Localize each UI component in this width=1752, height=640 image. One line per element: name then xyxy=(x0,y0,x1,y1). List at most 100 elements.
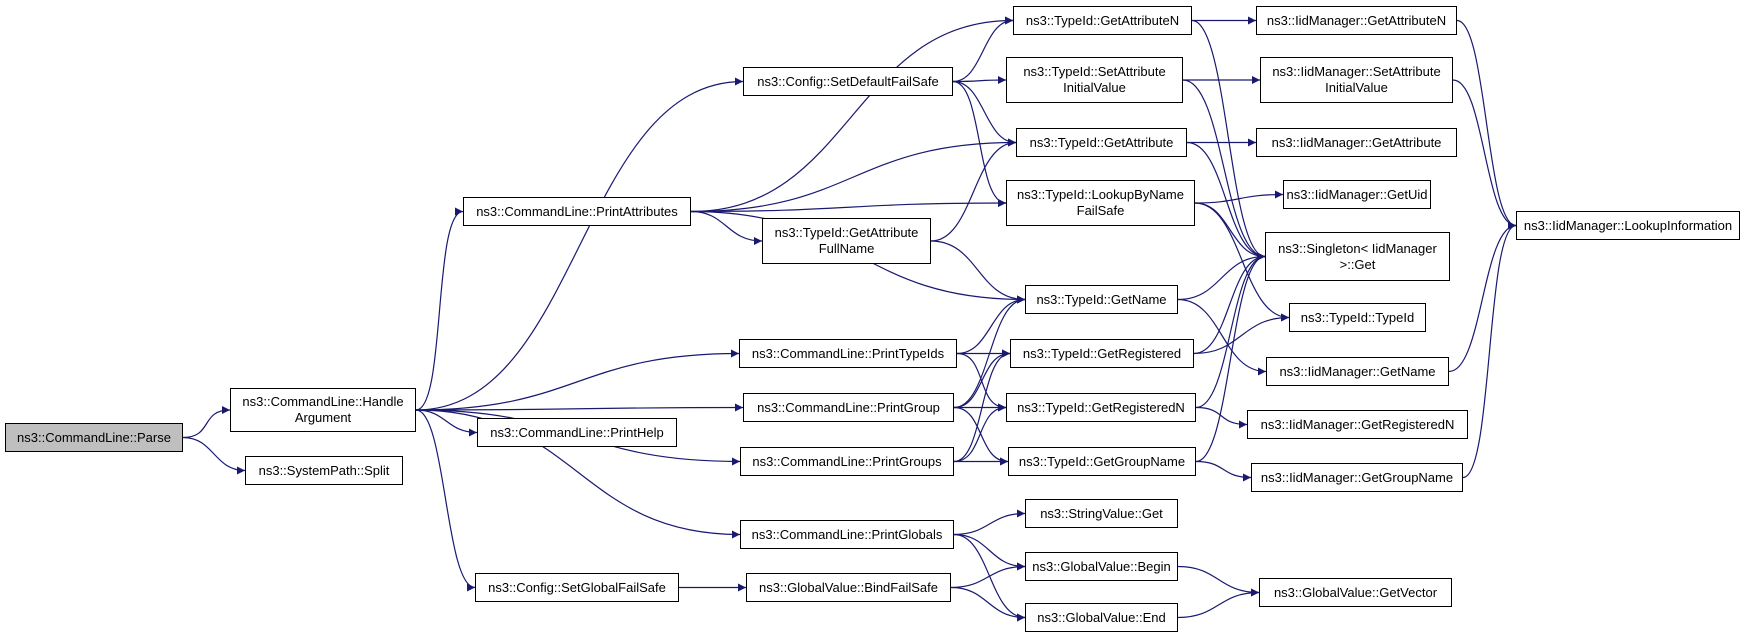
node-split[interactable]: ns3::SystemPath::Split xyxy=(245,456,403,485)
node-typeid-get-attribute-n[interactable]: ns3::TypeId::GetAttributeN xyxy=(1013,6,1192,35)
call-edge-typeid-get-group-name-to-iid-get-group-name xyxy=(1195,460,1252,482)
node-iid-get-uid[interactable]: ns3::IidManager::GetUid xyxy=(1283,180,1431,209)
call-edge-typeid-get-name-to-iid-get-name xyxy=(1177,298,1267,376)
node-label-line: ns3::CommandLine::PrintTypeIds xyxy=(751,345,945,361)
node-label-line: ns3::TypeId::GetGroupName xyxy=(1018,453,1186,469)
node-label-line: ns3::TypeId::GetRegistered xyxy=(1022,345,1182,361)
node-label-line: ns3::IidManager::GetUid xyxy=(1286,186,1428,202)
call-edge-set-default-fail-safe-to-typeid-get-attribute xyxy=(952,80,1017,147)
call-edge-print-globals-to-string-value-get xyxy=(953,509,1026,536)
node-iid-lookup-information[interactable]: ns3::IidManager::LookupInformation xyxy=(1516,211,1740,240)
node-print-group[interactable]: ns3::CommandLine::PrintGroup xyxy=(743,393,954,422)
node-bind-fail-safe[interactable]: ns3::GlobalValue::BindFailSafe xyxy=(746,573,951,602)
node-label-line: ns3::CommandLine::PrintAttributes xyxy=(476,203,678,219)
call-edge-typeid-get-attribute-n-to-singleton-get xyxy=(1191,19,1266,261)
node-label-line: ns3::Config::SetGlobalFailSafe xyxy=(488,579,666,595)
node-set-default-fail-safe[interactable]: ns3::Config::SetDefaultFailSafe xyxy=(743,67,953,96)
node-label-line: ns3::CommandLine::Parse xyxy=(17,429,171,445)
call-edge-parse-to-handle-argument xyxy=(182,406,231,439)
node-label-line: Argument xyxy=(294,410,352,425)
call-edge-typeid-get-group-name-to-singleton-get xyxy=(1195,252,1266,463)
node-print-help[interactable]: ns3::CommandLine::PrintHelp xyxy=(477,418,677,447)
call-edge-handle-argument-to-print-group xyxy=(415,403,744,412)
call-edge-get-attribute-full-name-to-typeid-get-name xyxy=(930,240,1026,304)
call-edge-typeid-get-attribute-to-singleton-get xyxy=(1186,141,1266,261)
node-iid-get-registered-n[interactable]: ns3::IidManager::GetRegisteredN xyxy=(1247,410,1468,439)
node-label-line: ns3::CommandLine::PrintGroups xyxy=(752,453,942,469)
call-edge-print-group-to-typeid-get-group-name xyxy=(953,406,1009,466)
node-global-value-end[interactable]: ns3::GlobalValue::End xyxy=(1025,603,1178,632)
node-label-line: ns3::IidManager::SetAttribute xyxy=(1272,64,1441,79)
node-global-value-begin[interactable]: ns3::GlobalValue::Begin xyxy=(1025,552,1178,581)
node-print-attributes[interactable]: ns3::CommandLine::PrintAttributes xyxy=(463,197,691,226)
node-parse: ns3::CommandLine::Parse xyxy=(5,423,183,452)
node-label-line: ns3::TypeId::GetRegisteredN xyxy=(1017,399,1185,415)
node-typeid-get-name[interactable]: ns3::TypeId::GetName xyxy=(1025,285,1178,314)
node-print-globals[interactable]: ns3::CommandLine::PrintGlobals xyxy=(740,520,954,549)
node-label-line: ns3::IidManager::GetAttribute xyxy=(1271,134,1442,150)
call-edge-handle-argument-to-print-type-ids xyxy=(415,349,740,411)
call-edge-iid-set-attribute-initial-value-to-iid-lookup-information xyxy=(1452,79,1517,230)
call-edge-print-attributes-to-typeid-get-attribute xyxy=(690,138,1017,213)
node-label-line: ns3::CommandLine::PrintGlobals xyxy=(751,526,943,542)
node-typeid-get-attribute[interactable]: ns3::TypeId::GetAttribute xyxy=(1016,128,1187,157)
call-edge-typeid-lookup-by-name-fail-safe-to-iid-get-uid xyxy=(1194,190,1284,204)
call-edge-print-groups-to-typeid-get-registered-n xyxy=(953,403,1007,463)
node-typeid-get-registered-n[interactable]: ns3::TypeId::GetRegisteredN xyxy=(1006,393,1196,422)
node-label-line: ns3::TypeId::LookupByName xyxy=(1017,187,1184,202)
call-edge-print-groups-to-typeid-get-registered xyxy=(953,349,1011,463)
call-edge-print-group-to-typeid-get-name xyxy=(953,295,1026,409)
node-iid-get-name[interactable]: ns3::IidManager::GetName xyxy=(1266,357,1449,386)
call-edge-typeid-get-registered-n-to-iid-get-registered-n xyxy=(1195,406,1248,429)
node-global-value-get-vector[interactable]: ns3::GlobalValue::GetVector xyxy=(1259,578,1452,607)
node-label-line: ns3::IidManager::GetGroupName xyxy=(1260,469,1454,485)
call-edge-handle-argument-to-print-help xyxy=(415,409,478,437)
node-label-line: ns3::TypeId::SetAttribute xyxy=(1023,64,1166,79)
node-typeid-get-group-name[interactable]: ns3::TypeId::GetGroupName xyxy=(1008,447,1196,476)
node-label-line: ns3::IidManager::GetName xyxy=(1279,363,1436,379)
node-singleton-get[interactable]: ns3::Singleton< IidManager>::Get xyxy=(1265,232,1450,281)
call-edge-bind-fail-safe-to-global-value-end xyxy=(950,586,1026,622)
call-edge-typeid-lookup-by-name-fail-safe-to-typeid-typeid xyxy=(1194,202,1290,322)
node-label-line: >::Get xyxy=(1339,256,1376,272)
node-print-groups[interactable]: ns3::CommandLine::PrintGroups xyxy=(740,447,954,476)
call-edge-handle-argument-to-print-globals xyxy=(415,409,741,539)
node-iid-get-group-name[interactable]: ns3::IidManager::GetGroupName xyxy=(1251,463,1463,492)
node-print-type-ids[interactable]: ns3::CommandLine::PrintTypeIds xyxy=(739,339,957,368)
call-edge-typeid-get-registered-n-to-singleton-get xyxy=(1195,252,1266,409)
node-label-line: ns3::GlobalValue::Begin xyxy=(1032,558,1171,574)
call-edge-print-globals-to-global-value-begin xyxy=(953,533,1026,571)
node-label-line: ns3::Singleton< IidManager xyxy=(1278,240,1437,256)
node-typeid-typeid[interactable]: ns3::TypeId::TypeId xyxy=(1289,303,1426,332)
node-iid-get-attribute-n[interactable]: ns3::IidManager::GetAttributeN xyxy=(1256,6,1457,35)
call-edge-set-default-fail-safe-to-typeid-set-attribute-initial-value xyxy=(952,76,1007,85)
call-edge-set-default-fail-safe-to-typeid-lookup-by-name-fail-safe xyxy=(952,80,1007,207)
node-set-global-fail-safe[interactable]: ns3::Config::SetGlobalFailSafe xyxy=(475,573,679,602)
node-iid-get-attribute[interactable]: ns3::IidManager::GetAttribute xyxy=(1256,128,1457,157)
call-edge-typeid-set-attribute-initial-value-to-singleton-get xyxy=(1182,79,1266,261)
node-label-line: ns3::TypeId::GetAttributeN xyxy=(1025,12,1180,28)
call-edge-parse-to-split xyxy=(182,436,246,475)
node-label-line: FailSafe xyxy=(1076,203,1125,218)
node-label-line: FullName xyxy=(818,241,875,256)
call-edge-global-value-begin-to-global-value-get-vector xyxy=(1177,565,1260,597)
call-edge-get-attribute-full-name-to-typeid-get-attribute xyxy=(930,138,1017,242)
call-edge-global-value-end-to-global-value-get-vector xyxy=(1177,588,1260,619)
node-typeid-get-registered[interactable]: ns3::TypeId::GetRegistered xyxy=(1010,339,1194,368)
call-edge-set-default-fail-safe-to-typeid-get-attribute-n xyxy=(952,16,1014,83)
call-edge-handle-argument-to-set-default-fail-safe xyxy=(415,77,744,411)
call-edge-iid-get-name-to-iid-lookup-information xyxy=(1448,221,1517,373)
node-string-value-get[interactable]: ns3::StringValue::Get xyxy=(1025,499,1178,528)
node-label-line: InitialValue xyxy=(1063,80,1126,95)
node-label-line: ns3::Config::SetDefaultFailSafe xyxy=(757,73,939,89)
call-edge-handle-argument-to-set-global-fail-safe xyxy=(415,409,476,592)
node-label-line: ns3::TypeId::GetAttribute xyxy=(1029,134,1174,150)
node-label-line: ns3::GlobalValue::BindFailSafe xyxy=(759,579,938,595)
